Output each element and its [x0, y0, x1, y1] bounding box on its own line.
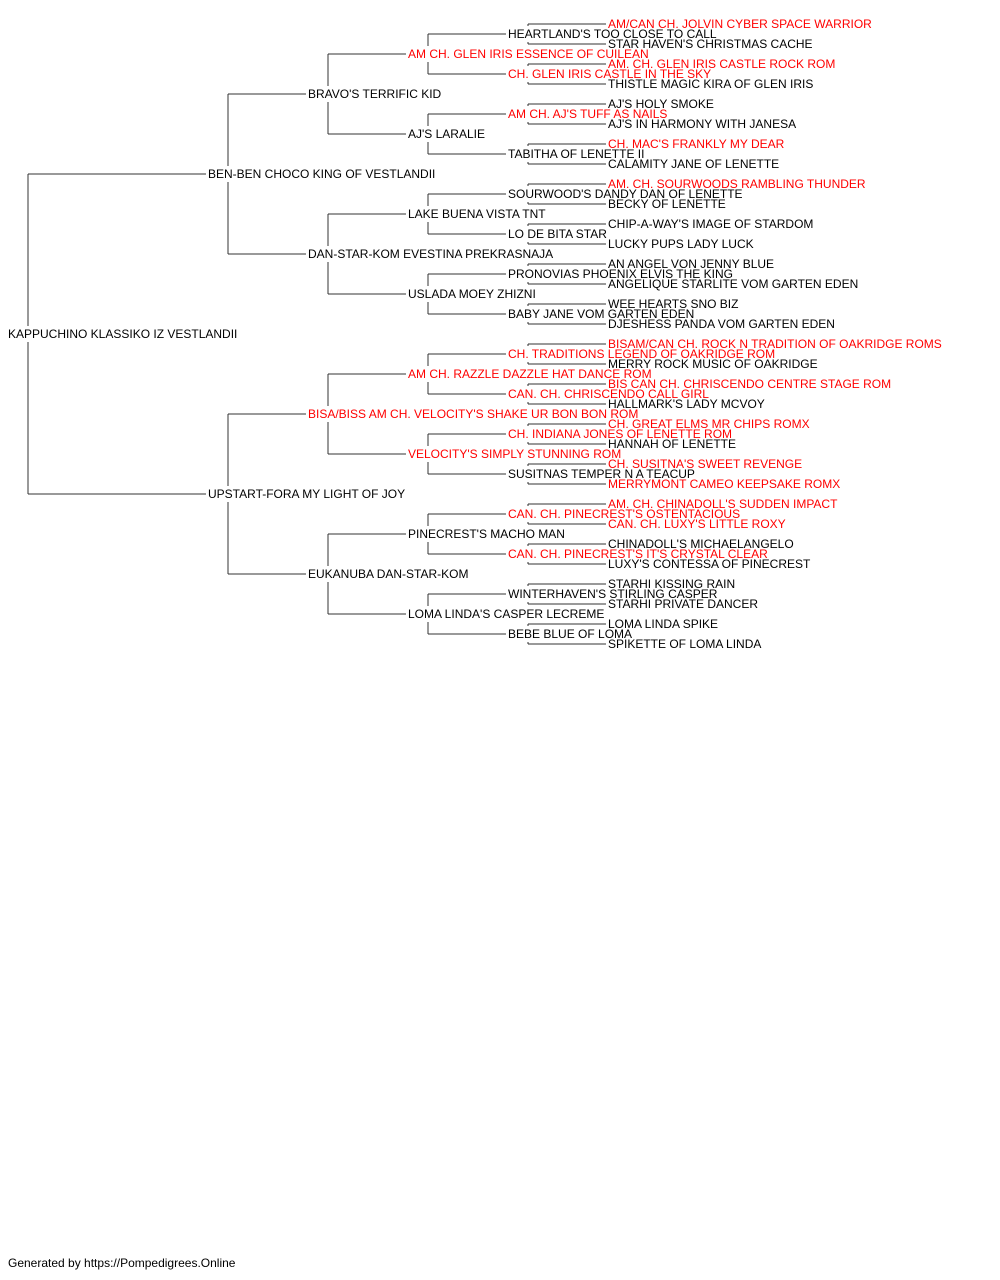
pedigree-name-rootdsdsd: HANNAH OF LENETTE — [608, 437, 736, 451]
pedigree-name-rootsdsss: AM. CH. SOURWOODS RAMBLING THUNDER — [608, 177, 866, 191]
pedigree-name-rootdsdd: SUSITNAS TEMPER N A TEACUP — [508, 467, 695, 481]
pedigree-name-rootd: UPSTART-FORA MY LIGHT OF JOY — [208, 487, 405, 501]
pedigree-name-rootss: BRAVO'S TERRIFIC KID — [308, 87, 442, 101]
pedigree-name-rootsss: AM CH. GLEN IRIS ESSENCE OF CUILEAN — [408, 47, 649, 61]
pedigree-name-rootssss: HEARTLAND'S TOO CLOSE TO CALL — [508, 27, 717, 41]
pedigree-name-rootssdd: TABITHA OF LENETTE II — [508, 147, 644, 161]
pedigree-name-rootssssd: STAR HAVEN'S CHRISTMAS CACHE — [608, 37, 813, 51]
pedigree-name-rootsdsds: CHIP-A-WAY'S IMAGE OF STARDOM — [608, 217, 813, 231]
pedigree-name-rootsssd: CH. GLEN IRIS CASTLE IN THE SKY — [508, 67, 711, 81]
pedigree-name-rootdddds: LOMA LINDA SPIKE — [608, 617, 718, 631]
pedigree-name-rootsdss: SOURWOOD'S DANDY DAN OF LENETTE — [508, 187, 743, 201]
pedigree-name-rootdsss: CH. TRADITIONS LEGEND OF OAKRIDGE ROM — [508, 347, 775, 361]
pedigree-name-rootsddsd: ANGELIQUE STARLITE VOM GARTEN EDEN — [608, 277, 858, 291]
pedigree-name-rootssdss: AJ'S HOLY SMOKE — [608, 97, 714, 111]
pedigree-name-rootssdds: CH. MAC'S FRANKLY MY DEAR — [608, 137, 785, 151]
pedigree-name-rootddssd: CAN. CH. LUXY'S LITTLE ROXY — [608, 517, 786, 531]
pedigree-name-rootdssdd: HALLMARK'S LADY MCVOY — [608, 397, 765, 411]
pedigree-name-rootssds: AM CH. AJ'S TUFF AS NAILS — [508, 107, 667, 121]
pedigree-name-rootsssss: AM/CAN CH. JOLVIN CYBER SPACE WARRIOR — [608, 17, 872, 31]
pedigree-name-rootdsddd: MERRYMONT CAMEO KEEPSAKE ROMX — [608, 477, 840, 491]
pedigree-name-rootsdds: PRONOVIAS PHOENIX ELVIS THE KING — [508, 267, 733, 281]
pedigree-name-rootsddd: BABY JANE VOM GARTEN EDEN — [508, 307, 694, 321]
pedigree-name-rootssddd: CALAMITY JANE OF LENETTE — [608, 157, 779, 171]
pedigree-name-rootddds: WINTERHAVEN'S STIRLING CASPER — [508, 587, 718, 601]
pedigree-name-rootdsd: VELOCITY'S SIMPLY STUNNING ROM — [408, 447, 621, 461]
pedigree-name-root: KAPPUCHINO KLASSIKO IZ VESTLANDII — [8, 327, 237, 341]
pedigree-name-rootsds: LAKE BUENA VISTA TNT — [408, 207, 546, 221]
pedigree-name-rootsdsdd: LUCKY PUPS LADY LUCK — [608, 237, 754, 251]
pedigree-name-rootds: BISA/BISS AM CH. VELOCITY'S SHAKE UR BON… — [308, 407, 638, 421]
pedigree-name-rootdssds: BIS CAN CH. CHRISCENDO CENTRE STAGE ROM — [608, 377, 891, 391]
pedigree-name-roots: BEN-BEN CHOCO KING OF VESTLANDII — [208, 167, 435, 181]
pedigree-name-rootddsdd: LUXY'S CONTESSA OF PINECREST — [608, 557, 811, 571]
pedigree-name-rootddddd: SPIKETTE OF LOMA LINDA — [608, 637, 761, 651]
pedigree-name-rootddss: CAN. CH. PINECREST'S OSTENTACIOUS — [508, 507, 740, 521]
pedigree-name-rootdssss: BISAM/CAN CH. ROCK N TRADITION OF OAKRID… — [608, 337, 942, 351]
pedigree-name-rootdddsd: STARHI PRIVATE DANCER — [608, 597, 758, 611]
pedigree-name-rootddsd: CAN. CH. PINECREST'S IT'S CRYSTAL CLEAR — [508, 547, 768, 561]
pedigree-name-rootsdsd: LO DE BITA STAR — [508, 227, 607, 241]
pedigree-name-rootsddss: AN ANGEL VON JENNY BLUE — [608, 257, 774, 271]
generated-by-footer: Generated by https://Pompedigrees.Online — [8, 1256, 236, 1270]
pedigree-name-rootdsssd: MERRY ROCK MUSIC OF OAKRIDGE — [608, 357, 818, 371]
pedigree-name-rootddsss: AM. CH. CHINADOLL'S SUDDEN IMPACT — [608, 497, 838, 511]
pedigree-name-rootsddds: WEE HEARTS SNO BIZ — [608, 297, 738, 311]
pedigree-name-rootdd: EUKANUBA DAN-STAR-KOM — [308, 567, 468, 581]
pedigree-name-rootdddd: BEBE BLUE OF LOMA — [508, 627, 632, 641]
pedigree-name-rootsssds: AM. CH. GLEN IRIS CASTLE ROCK ROM — [608, 57, 835, 71]
pedigree-name-rootdsdss: CH. GREAT ELMS MR CHIPS ROMX — [608, 417, 810, 431]
pedigree-name-rootsssdd: THISTLE MAGIC KIRA OF GLEN IRIS — [608, 77, 813, 91]
pedigree-name-rootdsdds: CH. SUSITNA'S SWEET REVENGE — [608, 457, 802, 471]
pedigree-name-rootsd: DAN-STAR-KOM EVESTINA PREKRASNAJA — [308, 247, 553, 261]
pedigree-name-rootddsds: CHINADOLL'S MICHAELANGELO — [608, 537, 794, 551]
pedigree-name-rootdss: AM CH. RAZZLE DAZZLE HAT DANCE ROM — [408, 367, 652, 381]
pedigree-name-rootssd: AJ'S LARALIE — [408, 127, 485, 141]
pedigree-name-rootdssd: CAN. CH. CHRISCENDO CALL GIRL — [508, 387, 709, 401]
pedigree-name-rootsdd: USLADA MOEY ZHIZNI — [408, 287, 536, 301]
pedigree-name-rootdsds: CH. INDIANA JONES OF LENETTE ROM — [508, 427, 732, 441]
pedigree-name-rootdds: PINECREST'S MACHO MAN — [408, 527, 565, 541]
pedigree-name-rootdddss: STARHI KISSING RAIN — [608, 577, 735, 591]
pedigree-name-rootsdddd: DJESHESS PANDA VOM GARTEN EDEN — [608, 317, 835, 331]
pedigree-name-rootsdssd: BECKY OF LENETTE — [608, 197, 726, 211]
pedigree-name-rootssdsd: AJ'S IN HARMONY WITH JANESA — [608, 117, 796, 131]
pedigree-name-rootddd: LOMA LINDA'S CASPER LECREME — [408, 607, 604, 621]
